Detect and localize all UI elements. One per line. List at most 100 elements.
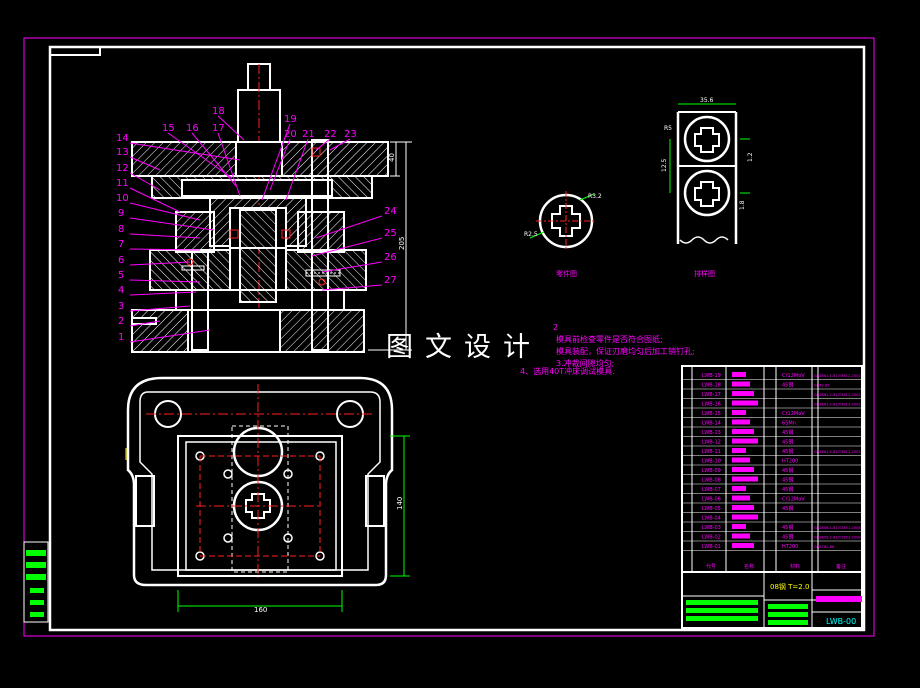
bom-code: LWB-02 [702,535,721,541]
bom-code: LWB-04 [702,516,721,522]
part-number-label: 14 [116,133,129,144]
part-number-label: 22 [324,129,337,140]
bom-name-cell [732,543,754,548]
leader-line [261,123,291,201]
leader-line [129,202,201,221]
part-number-label: 4 [118,285,124,296]
bom-name-cell [732,514,758,520]
bom-code: LWB-03 [702,525,721,531]
bom-name-cell [732,457,750,463]
bom-name-cell [732,467,754,472]
part-number-label: 10 [116,193,129,204]
part-number-label: 23 [344,129,357,140]
bom-table [681,365,863,573]
leader-line [321,284,383,291]
part-number-label: 9 [118,208,124,219]
plan-view [125,376,410,612]
bom-name-cell [732,410,746,415]
bom-material: 45钢 [782,505,793,512]
bom-header: 备注 [836,563,846,570]
leader-line [129,217,215,231]
bom-code: LWB-08 [702,478,721,484]
technical-notes: 2 模具前检查零件是否符合图纸; 模具装配，保证刃磨均匀后加工销钉孔; 3.冲裁… [520,323,695,376]
front-dimensions [368,141,412,351]
bom-header: 代号 [706,563,716,570]
corner-tag [49,46,101,56]
bom-material: 45钢 [782,429,793,436]
material-spec: 08钢 T=2.0 [770,582,809,591]
part-leader-lines [129,115,383,343]
bom-standard: GB2856.1-81/T2851-2008 [814,526,861,530]
bom-material: Cr12MoV [782,497,805,503]
bom-code: LWB-06 [702,497,721,503]
bom-name-cell [732,372,746,377]
part-drawing [529,191,596,251]
part-number-label: 15 [162,123,175,134]
drawing-number: LWB-00 [826,617,856,626]
bom-code: LWB-16 [702,402,721,408]
bom-material: 45钢 [782,439,793,446]
front-section-view [131,63,389,353]
part-number-label: 17 [212,123,225,134]
dim-layout-r: R5 [664,125,672,132]
bom-material: HT200 [782,544,798,550]
dim-side-height: 140 [396,497,404,510]
bom-material: 45钢 [782,382,793,389]
leader-line [321,261,383,273]
note-3: 3.冲裁间隙均匀; [556,358,614,368]
bom-name-cell [732,381,750,387]
leader-line [129,279,201,283]
layout-view-label: 排样图 [694,269,715,278]
bom-code: LWB-05 [702,506,721,512]
bom-code: LWB-07 [702,487,721,493]
strip-layout [669,103,750,244]
part-number-label: 2 [118,316,124,327]
bom-standard: GB2861.2-81/T9812-2002 [814,393,861,397]
note-1: 模具前检查零件是否符合图纸; [556,334,663,344]
bom-code: LWB-17 [702,392,721,398]
bom-header: 名称 [744,563,754,570]
bom-standard: GB2861.2-81/T9812-2002 [814,403,861,407]
dim-part-d1: R3.2 [588,193,602,200]
leader-line [129,329,211,343]
leader-line [129,156,161,171]
part-number-label: 12 [116,163,129,174]
bom-name-cell [732,391,754,396]
bom-code: LWB-12 [702,440,721,446]
note-4: 4、选用40T冲床调试模具. [520,366,615,376]
bom-material: Cr12MoV [782,373,805,379]
bom-name-cell [732,476,758,482]
leader-line [311,237,383,257]
dim-bottom-width: 160 [254,606,267,614]
bom-name-cell [732,400,758,406]
leader-line [129,261,191,266]
bom-code: LWB-10 [702,459,721,465]
dim-strip-width: 35.6 [700,97,714,104]
bom-material: 65Mn [782,421,796,427]
bom-material: 45钢 [782,486,793,493]
leader-line [129,291,197,296]
part-number-label: 21 [302,129,315,140]
leader-line [129,142,241,161]
bom-name-cell [732,448,746,453]
note-2: 模具装配，保证刃磨均匀后加工销钉孔; [556,346,695,356]
title-block [681,571,863,629]
leader-line [129,305,191,312]
part-number-label: 13 [116,147,129,158]
part-number-label: 20 [284,129,297,140]
leader-line [129,248,201,251]
bom-standard: GB5782-86 [814,545,835,549]
leader-line [269,138,291,191]
leader-line [129,233,201,239]
bom-header: 材料 [790,563,800,570]
bom-material: HT200 [782,459,798,465]
bom-name-cell [732,438,758,444]
dim-part-d2: R2.5 [524,231,538,238]
bom-code: LWB-18 [702,383,721,389]
dim-strip-pitch: 12.5 [661,158,668,172]
leader-line [315,215,383,239]
